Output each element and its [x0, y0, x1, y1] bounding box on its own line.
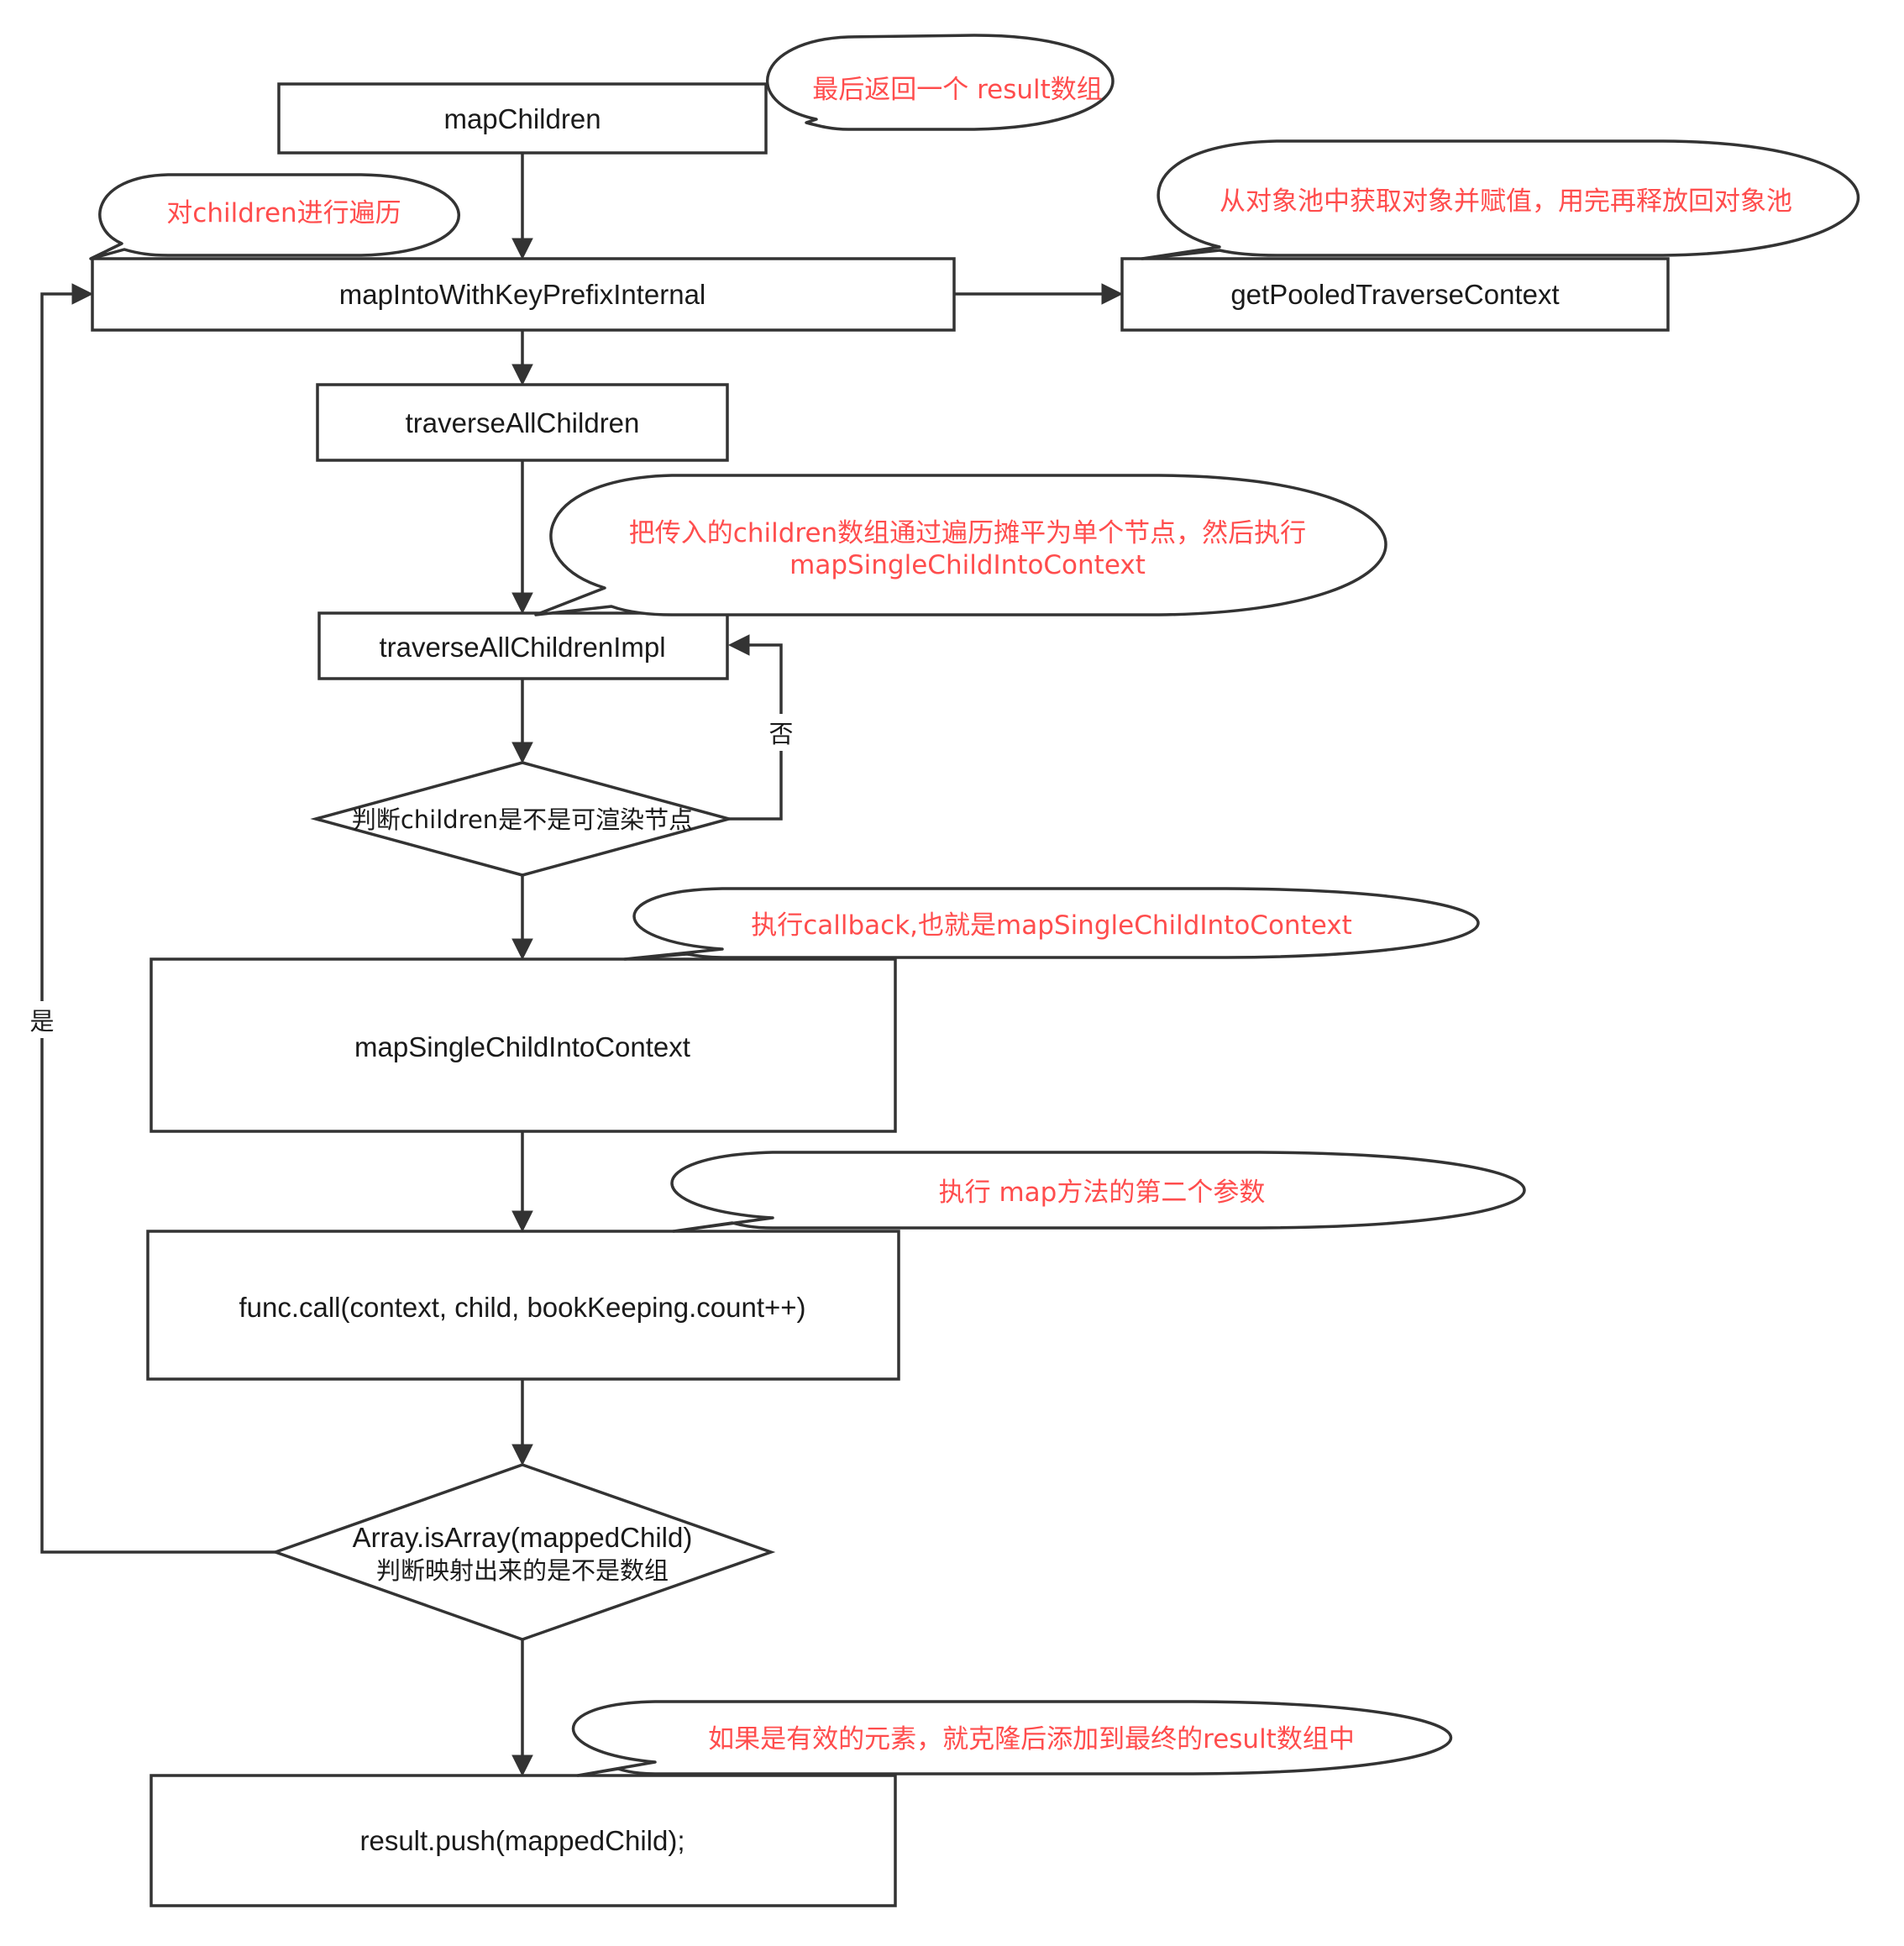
note-label: 对children进行遍历: [166, 198, 401, 228]
arrowhead: [511, 1755, 533, 1777]
arrowhead: [511, 592, 533, 615]
note-label: 执行callback,也就是mapSingleChildIntoContext: [751, 910, 1352, 941]
node-func-call: func.call(context, child, bookKeeping.co…: [146, 1230, 900, 1381]
note-clone-push: 如果是有效的元素，就克隆后添加到最终的result数组中: [571, 1700, 1452, 1777]
edge-label-no: 否: [768, 720, 793, 748]
decision-label-line2: 判断映射出来的是不是数组: [376, 1556, 669, 1585]
node-map-single-child-into-context: mapSingleChildIntoContext: [149, 957, 897, 1133]
arrowhead: [1101, 283, 1124, 305]
node-label: getPooledTraverseContext: [1230, 279, 1559, 310]
note-label-line1: 把传入的children数组通过遍历摊平为单个节点，然后执行: [629, 518, 1306, 548]
edge-label-bg: [25, 1001, 59, 1038]
note-label: 从对象池中获取对象并赋值，用完再释放回对象池: [1220, 186, 1792, 217]
arrowhead: [511, 1444, 533, 1466]
note-second-param: 执行 map方法的第二个参数: [670, 1151, 1526, 1233]
node-result-push: result.push(mappedChild);: [149, 1774, 897, 1907]
edges: [40, 153, 1124, 1777]
decision-label: 判断children是不是可渲染节点: [352, 805, 693, 834]
node-label: func.call(context, child, bookKeeping.co…: [239, 1292, 805, 1323]
edge-label-yes: 是: [29, 1007, 54, 1036]
node-traverse-all-children: traverseAllChildren: [316, 383, 729, 462]
note-callback: 执行callback,也就是mapSingleChildIntoContext: [623, 887, 1480, 961]
decision-is-array: Array.isArray(mappedChild) 判断映射出来的是不是数组: [270, 1463, 776, 1641]
arrowhead: [511, 938, 533, 961]
node-map-into-with-key-prefix-internal: mapIntoWithKeyPrefixInternal: [91, 257, 956, 332]
edge-isarray-yes-loop: [40, 292, 275, 1554]
arrowhead: [511, 364, 533, 386]
arrowhead: [71, 283, 94, 305]
note-label-line2: mapSingleChildIntoContext: [789, 550, 1146, 580]
node-label: mapChildren: [443, 103, 601, 134]
node-label: result.push(mappedChild);: [359, 1825, 684, 1856]
note-flatten: 把传入的children数组通过遍历摊平为单个节点，然后执行 mapSingle…: [534, 474, 1387, 616]
node-map-children: mapChildren: [277, 82, 768, 155]
node-traverse-all-children-impl: traverseAllChildrenImpl: [317, 611, 729, 680]
arrowhead: [511, 238, 533, 260]
note-label: 执行 map方法的第二个参数: [939, 1178, 1266, 1208]
node-get-pooled-traverse-context: getPooledTraverseContext: [1120, 257, 1670, 332]
note-object-pool: 从对象池中获取对象并赋值，用完再释放回对象池: [1141, 139, 1860, 260]
edge-label-bg: [764, 714, 798, 751]
node-label: traverseAllChildren: [406, 407, 640, 438]
arrowhead: [727, 634, 750, 656]
arrowhead: [511, 742, 533, 764]
node-label: mapIntoWithKeyPrefixInternal: [339, 279, 706, 310]
note-label: 如果是有效的元素，就克隆后添加到最终的result数组中: [708, 1724, 1355, 1755]
node-label: mapSingleChildIntoContext: [354, 1031, 690, 1062]
arrowhead: [511, 1210, 533, 1233]
note-traverse-children: 对children进行遍历: [89, 173, 460, 260]
decision-label-line1: Array.isArray(mappedChild): [353, 1522, 693, 1553]
decision-renderable-check: 判断children是不是可渲染节点: [310, 761, 735, 877]
note-return-result: 最后返回一个 result数组: [766, 34, 1115, 131]
node-label: traverseAllChildrenImpl: [379, 632, 665, 663]
note-label: 最后返回一个 result数组: [812, 75, 1103, 105]
